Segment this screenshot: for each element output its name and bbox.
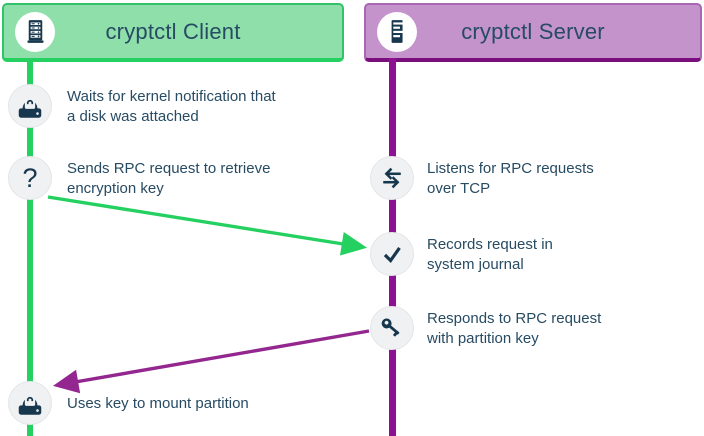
client-step-question-circle: ?: [8, 156, 52, 200]
server-step-key-circle: [370, 306, 414, 350]
rpc-request-arrow: [47, 195, 368, 256]
server-header-icon-circle: [377, 11, 417, 52]
client-header: cryptctl Client: [2, 3, 344, 62]
server-step-listen-circle: [370, 156, 414, 200]
server-rack-icon: [26, 20, 44, 43]
server-tower-icon: [391, 20, 404, 43]
disk-lock-icon: [18, 396, 42, 415]
client-step-mount-circle: [8, 381, 52, 425]
server-step-2-label: Records request in system journal: [427, 236, 553, 273]
checkmark-icon: [383, 246, 401, 264]
client-step-1-label: Waits for kernel notification that a dis…: [67, 88, 276, 125]
server-step-3-label: Responds to RPC request with partition k…: [427, 310, 602, 347]
question-mark-icon: ?: [22, 162, 38, 193]
disk-lock-icon: [18, 99, 42, 118]
key-icon: [381, 318, 400, 337]
client-title: cryptctl Client: [105, 18, 241, 44]
exchange-arrows-icon: [383, 167, 401, 189]
client-header-icon-circle: [15, 11, 55, 52]
server-title: cryptctl Server: [461, 18, 605, 44]
client-step-3-label: Uses key to mount partition: [67, 395, 249, 412]
client-lifeline: [27, 58, 33, 436]
server-step-1-label: Listens for RPC requests over TCP: [427, 160, 594, 197]
rpc-response-arrow: [52, 329, 370, 394]
server-header: cryptctl Server: [364, 3, 702, 62]
client-step-2-label: Sends RPC request to retrieve encryption…: [67, 160, 271, 197]
client-step-disk-circle: [8, 84, 52, 128]
server-step-record-circle: [370, 232, 414, 276]
